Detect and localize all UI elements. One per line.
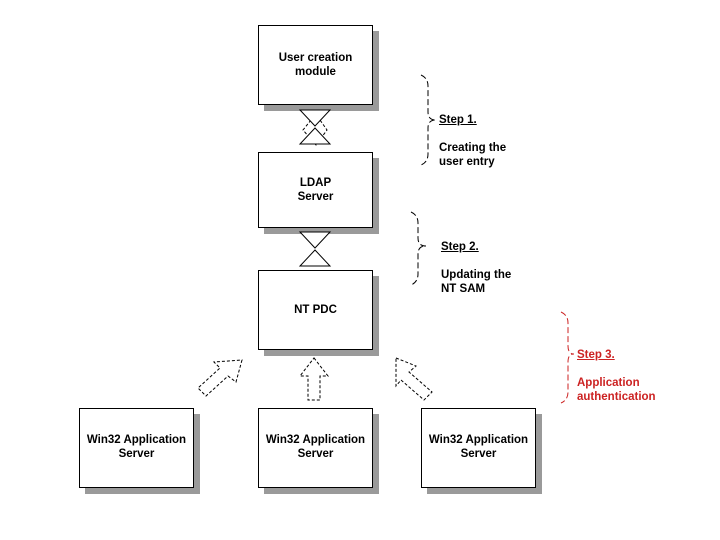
brace-step-1 <box>420 74 437 166</box>
ldap-server-box: LDAP Server <box>258 152 373 228</box>
win32-right-label: Win32 Application Server <box>428 434 529 460</box>
ldap-server-label: LDAP Server <box>297 177 334 203</box>
arrow-ldap-to-pdc <box>298 231 332 267</box>
arrow-user-to-ldap <box>298 109 332 146</box>
nt-pdc-label: NT PDC <box>294 304 337 316</box>
step-1-text: Step 1. Creating the user entry <box>439 99 506 183</box>
arrow-win32-right-to-pdc <box>395 357 433 401</box>
step-3-text: Step 3. Application authentication <box>577 334 656 418</box>
win32-left-box: Win32 Application Server <box>79 408 194 488</box>
nt-pdc-box: NT PDC <box>258 270 373 350</box>
user-creation-module-label: User creation module <box>278 52 353 78</box>
arrow-win32-mid-to-pdc <box>298 357 330 401</box>
arrow-win32-left-to-pdc <box>197 359 243 397</box>
brace-step-3 <box>560 311 575 404</box>
step-2-title: Step 2. <box>441 241 479 253</box>
win32-mid-box: Win32 Application Server <box>258 408 373 488</box>
step-3-title: Step 3. <box>577 349 615 361</box>
step-2-desc: Updating the NT SAM <box>441 269 512 295</box>
win32-right-box: Win32 Application Server <box>421 408 536 488</box>
step-1-desc: Creating the user entry <box>439 142 507 168</box>
step-2-text: Step 2. Updating the NT SAM <box>441 226 511 310</box>
step-1-title: Step 1. <box>439 114 477 126</box>
win32-left-label: Win32 Application Server <box>86 434 187 460</box>
brace-step-2 <box>410 211 427 286</box>
step-3-desc: Application authentication <box>577 377 656 403</box>
win32-mid-label: Win32 Application Server <box>265 434 366 460</box>
user-creation-module-box: User creation module <box>258 25 373 105</box>
